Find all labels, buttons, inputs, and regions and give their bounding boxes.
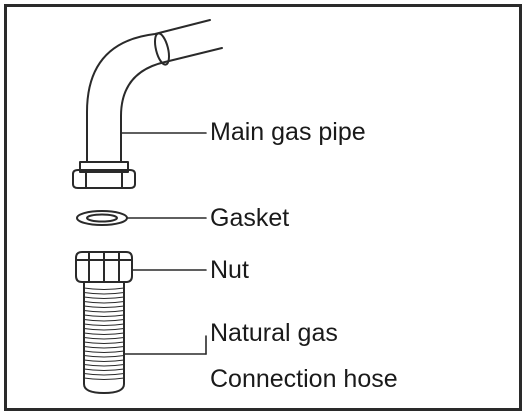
leader-lines bbox=[120, 132, 207, 355]
label-nut: Nut bbox=[210, 256, 249, 284]
hose-thread-line bbox=[83, 336, 125, 340]
hose-thread-line bbox=[83, 341, 125, 345]
hose-thread-line bbox=[83, 377, 125, 381]
hose-thread-line bbox=[83, 318, 125, 322]
hose-thread-line bbox=[83, 350, 125, 354]
hose-thread-line bbox=[83, 327, 125, 331]
hose-thread-line bbox=[83, 372, 125, 376]
label-gasket: Gasket bbox=[210, 204, 290, 232]
hose-thread-line bbox=[83, 323, 125, 327]
hose-thread-line bbox=[83, 368, 125, 372]
gasket bbox=[76, 210, 128, 226]
hose-thread-line bbox=[83, 359, 125, 363]
hose-thread-line bbox=[83, 287, 125, 291]
hose-thread-line bbox=[83, 332, 125, 336]
connection-hose bbox=[83, 281, 125, 394]
hose-thread-line bbox=[83, 354, 125, 358]
hose-thread-line bbox=[83, 300, 125, 304]
hose-thread-line bbox=[83, 305, 125, 309]
label-hose-line2: Connection hose bbox=[210, 365, 398, 393]
hose-threads bbox=[83, 287, 125, 381]
hose-thread-line bbox=[83, 296, 125, 300]
pipe-fitting bbox=[72, 161, 136, 189]
hose-thread-line bbox=[83, 314, 125, 318]
hose-thread-line bbox=[83, 309, 125, 313]
hose-thread-line bbox=[83, 363, 125, 367]
label-hose-line1: Natural gas bbox=[210, 319, 338, 347]
hose-thread-line bbox=[83, 291, 125, 295]
label-main-gas-pipe: Main gas pipe bbox=[210, 118, 366, 146]
nut bbox=[75, 251, 133, 283]
hose-thread-line bbox=[83, 345, 125, 349]
main-gas-pipe bbox=[86, 19, 223, 163]
